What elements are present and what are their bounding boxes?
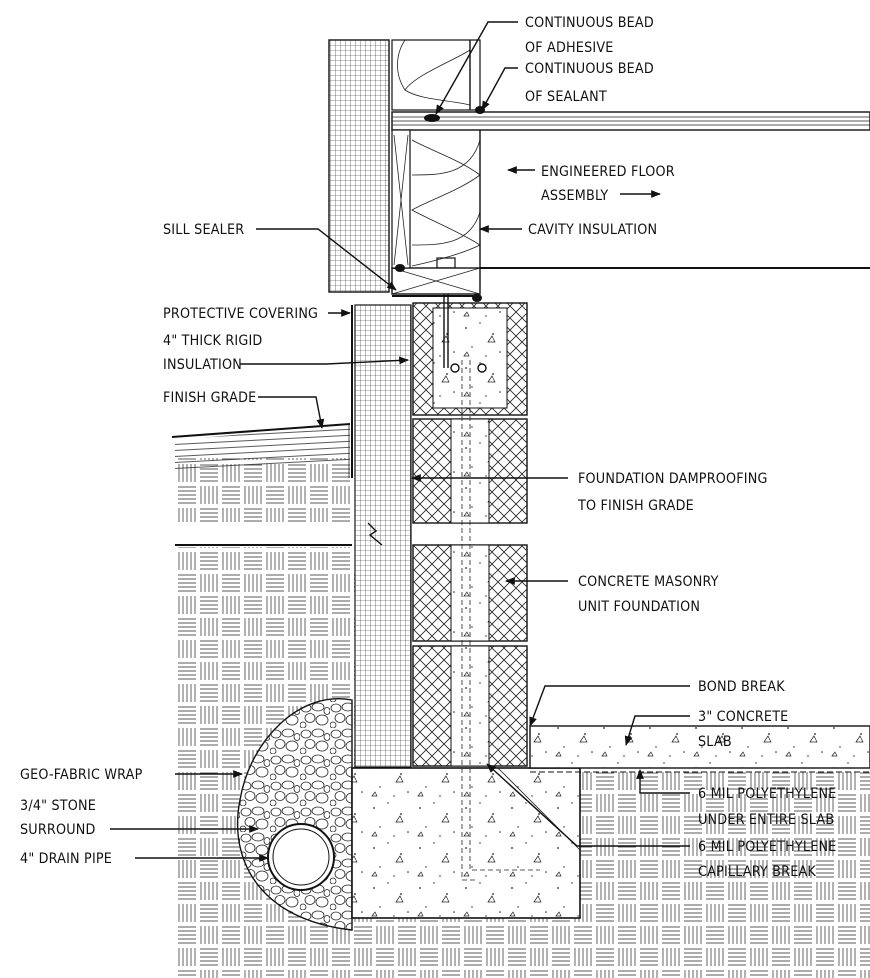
- callout-labels: CONTINUOUS BEAD OF ADHESIVE CONTINUOUS B…: [20, 15, 837, 880]
- cmu-wall: [367, 257, 540, 881]
- label-cavity: CAVITY INSULATION: [528, 222, 657, 238]
- label-cmu-2: UNIT FOUNDATION: [578, 599, 700, 615]
- concrete-slab: [529, 725, 870, 773]
- label-sill: SILL SEALER: [163, 222, 244, 238]
- label-poly-slab-1: 6 MIL POLYETHYLENE: [698, 786, 837, 802]
- label-poly-cap-1: 6 MIL POLYETHYLENE: [698, 839, 837, 855]
- label-poly-cap-2: CAPILLARY BREAK: [698, 864, 816, 880]
- soil-upper: [171, 423, 351, 522]
- label-geo-fabric: GEO-FABRIC WRAP: [20, 767, 143, 783]
- label-adhesive-2: OF ADHESIVE: [525, 40, 614, 56]
- label-floor-2: ASSEMBLY: [541, 188, 608, 204]
- wall-sheathing: [328, 39, 390, 293]
- floor-assembly: [391, 39, 870, 302]
- label-stone-1: 3/4" STONE: [20, 798, 96, 814]
- label-protective: PROTECTIVE COVERING: [163, 306, 318, 322]
- label-rigid-2: INSULATION: [163, 357, 242, 373]
- rigid-insulation: [348, 304, 412, 768]
- leader-lines: [110, 21, 690, 862]
- label-sealant-2: OF SEALANT: [525, 89, 607, 105]
- label-slab-1: 3" CONCRETE: [698, 709, 788, 725]
- footing: [351, 767, 581, 919]
- drain-pipe: [267, 823, 335, 891]
- label-bond-break: BOND BREAK: [698, 679, 785, 695]
- label-cmu-1: CONCRETE MASONRY: [578, 574, 719, 590]
- label-sealant-1: CONTINUOUS BEAD: [525, 61, 654, 77]
- label-slab-2: SLAB: [698, 734, 732, 750]
- label-rigid-1: 4" THICK RIGID: [163, 333, 262, 349]
- label-poly-slab-2: UNDER ENTIRE SLAB: [698, 812, 834, 828]
- sill-plate: [391, 267, 481, 297]
- label-damp-1: FOUNDATION DAMPROOFING: [578, 471, 768, 487]
- label-damp-2: TO FINISH GRADE: [577, 498, 694, 514]
- label-grade: FINISH GRADE: [163, 390, 256, 406]
- label-drain: 4" DRAIN PIPE: [20, 851, 112, 867]
- label-stone-2: SURROUND: [20, 822, 96, 838]
- label-floor-1: ENGINEERED FLOOR: [541, 164, 675, 180]
- label-adhesive-1: CONTINUOUS BEAD: [525, 15, 654, 31]
